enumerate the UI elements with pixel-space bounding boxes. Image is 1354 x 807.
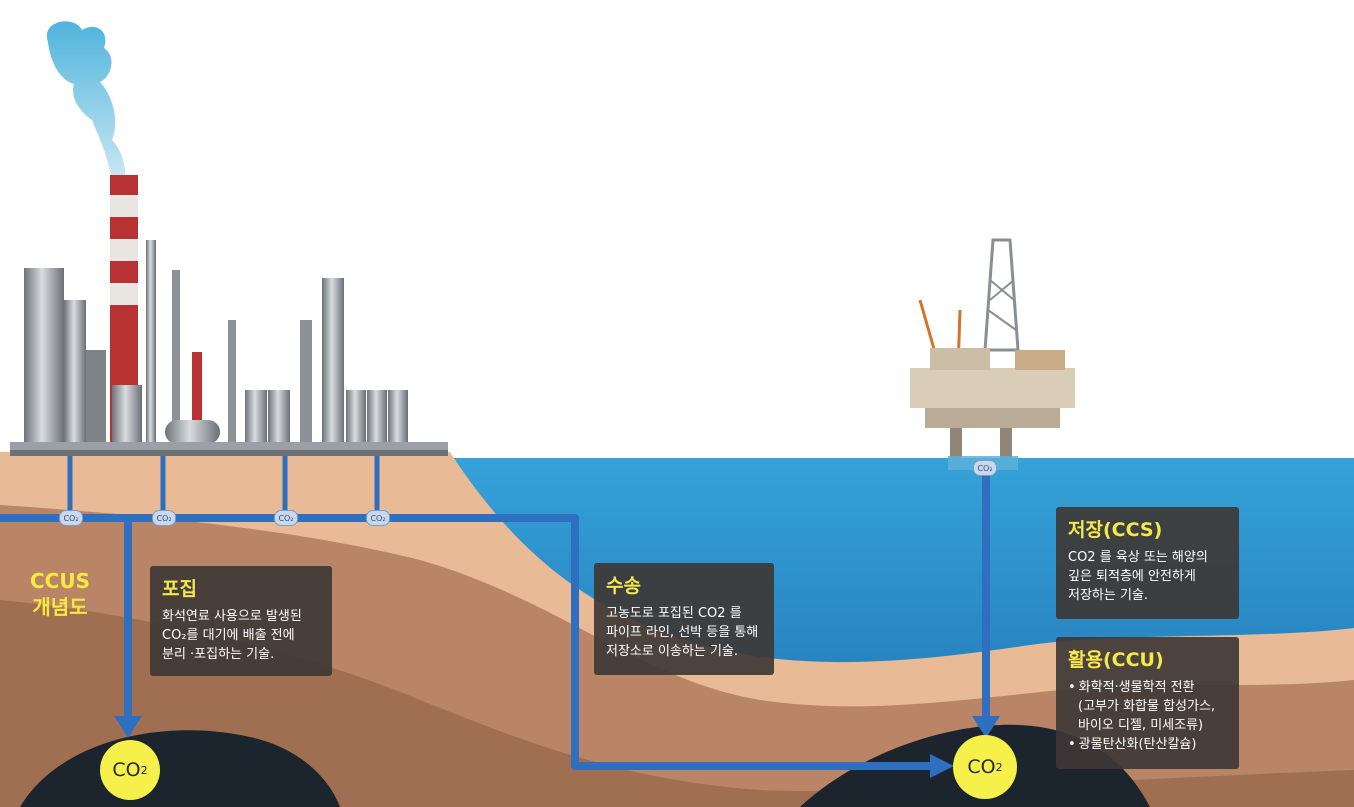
concept-title-line: 개념도 (24, 594, 96, 620)
concept-title: CCUS 개념도 (24, 568, 96, 620)
bullet-icon: • (1068, 680, 1076, 695)
utilization-item: 바이오 디젤, 미세조류) (1068, 716, 1227, 735)
co2-subscript: 2 (141, 764, 148, 777)
pipe-co2-tag: CO₂ (59, 510, 83, 526)
capture-box: 포집 화석연료 사용으로 발생된 CO₂를 대기에 배출 전에 분리 ·포집하는… (150, 566, 332, 676)
capture-text-line: 분리 ·포집하는 기술. (162, 645, 320, 664)
utilization-item-text: 화학적·생물학적 전환 (1079, 680, 1195, 695)
storage-box: 저장(CCS) CO2 를 육상 또는 해양의 깊은 퇴적층에 안전하게 저장하… (1056, 507, 1239, 619)
transport-text-line: 고농도로 포집된 CO2 를 (606, 604, 762, 623)
concept-title-line: CCUS (24, 568, 96, 594)
bullet-icon: • (1068, 737, 1076, 752)
industrial-plant (10, 240, 448, 456)
utilization-title: 활용(CCU) (1068, 645, 1227, 672)
transport-text-line: 파이프 라인, 선박 등을 통해 (606, 623, 762, 642)
smoke-plume (47, 21, 125, 185)
capture-text-line: 화석연료 사용으로 발생된 (162, 607, 320, 626)
utilization-item-text: 광물탄산화(탄산칼슘) (1079, 737, 1197, 752)
capture-text-line: CO₂를 대기에 배출 전에 (162, 626, 320, 645)
utilization-item: •광물탄산화(탄산칼슘) (1068, 735, 1227, 754)
co2-label: CO (967, 756, 995, 778)
pipe-co2-tag: CO₂ (973, 460, 997, 476)
transport-box: 수송 고농도로 포집된 CO2 를 파이프 라인, 선박 등을 통해 저장소로 … (594, 563, 774, 675)
storage-text-line: CO2 를 육상 또는 해양의 (1068, 548, 1227, 567)
pipe-co2-tag: CO₂ (366, 510, 390, 526)
transport-title: 수송 (606, 571, 762, 598)
utilization-item-text: 바이오 디젤, 미세조류) (1078, 718, 1203, 733)
storage-text-line: 깊은 퇴적층에 안전하게 (1068, 567, 1227, 586)
utilization-item-text: (고부가 화합물 합성가스, (1078, 699, 1215, 714)
transport-text-line: 저장소로 이송하는 기술. (606, 642, 762, 661)
storage-text-line: 저장하는 기술. (1068, 586, 1227, 605)
pipe-co2-tag: CO₂ (152, 510, 176, 526)
utilization-item: (고부가 화합물 합성가스, (1068, 697, 1227, 716)
storage-title: 저장(CCS) (1068, 515, 1227, 542)
utilization-box: 활용(CCU) •화학적·생물학적 전환 (고부가 화합물 합성가스, 바이오 … (1056, 637, 1239, 769)
capture-title: 포집 (162, 574, 320, 601)
utilization-item: •화학적·생물학적 전환 (1068, 678, 1227, 697)
co2-subscript: 2 (996, 761, 1003, 774)
co2-label: CO (112, 759, 140, 781)
pipe-co2-tag: CO₂ (274, 510, 298, 526)
offshore-platform (910, 240, 1075, 470)
